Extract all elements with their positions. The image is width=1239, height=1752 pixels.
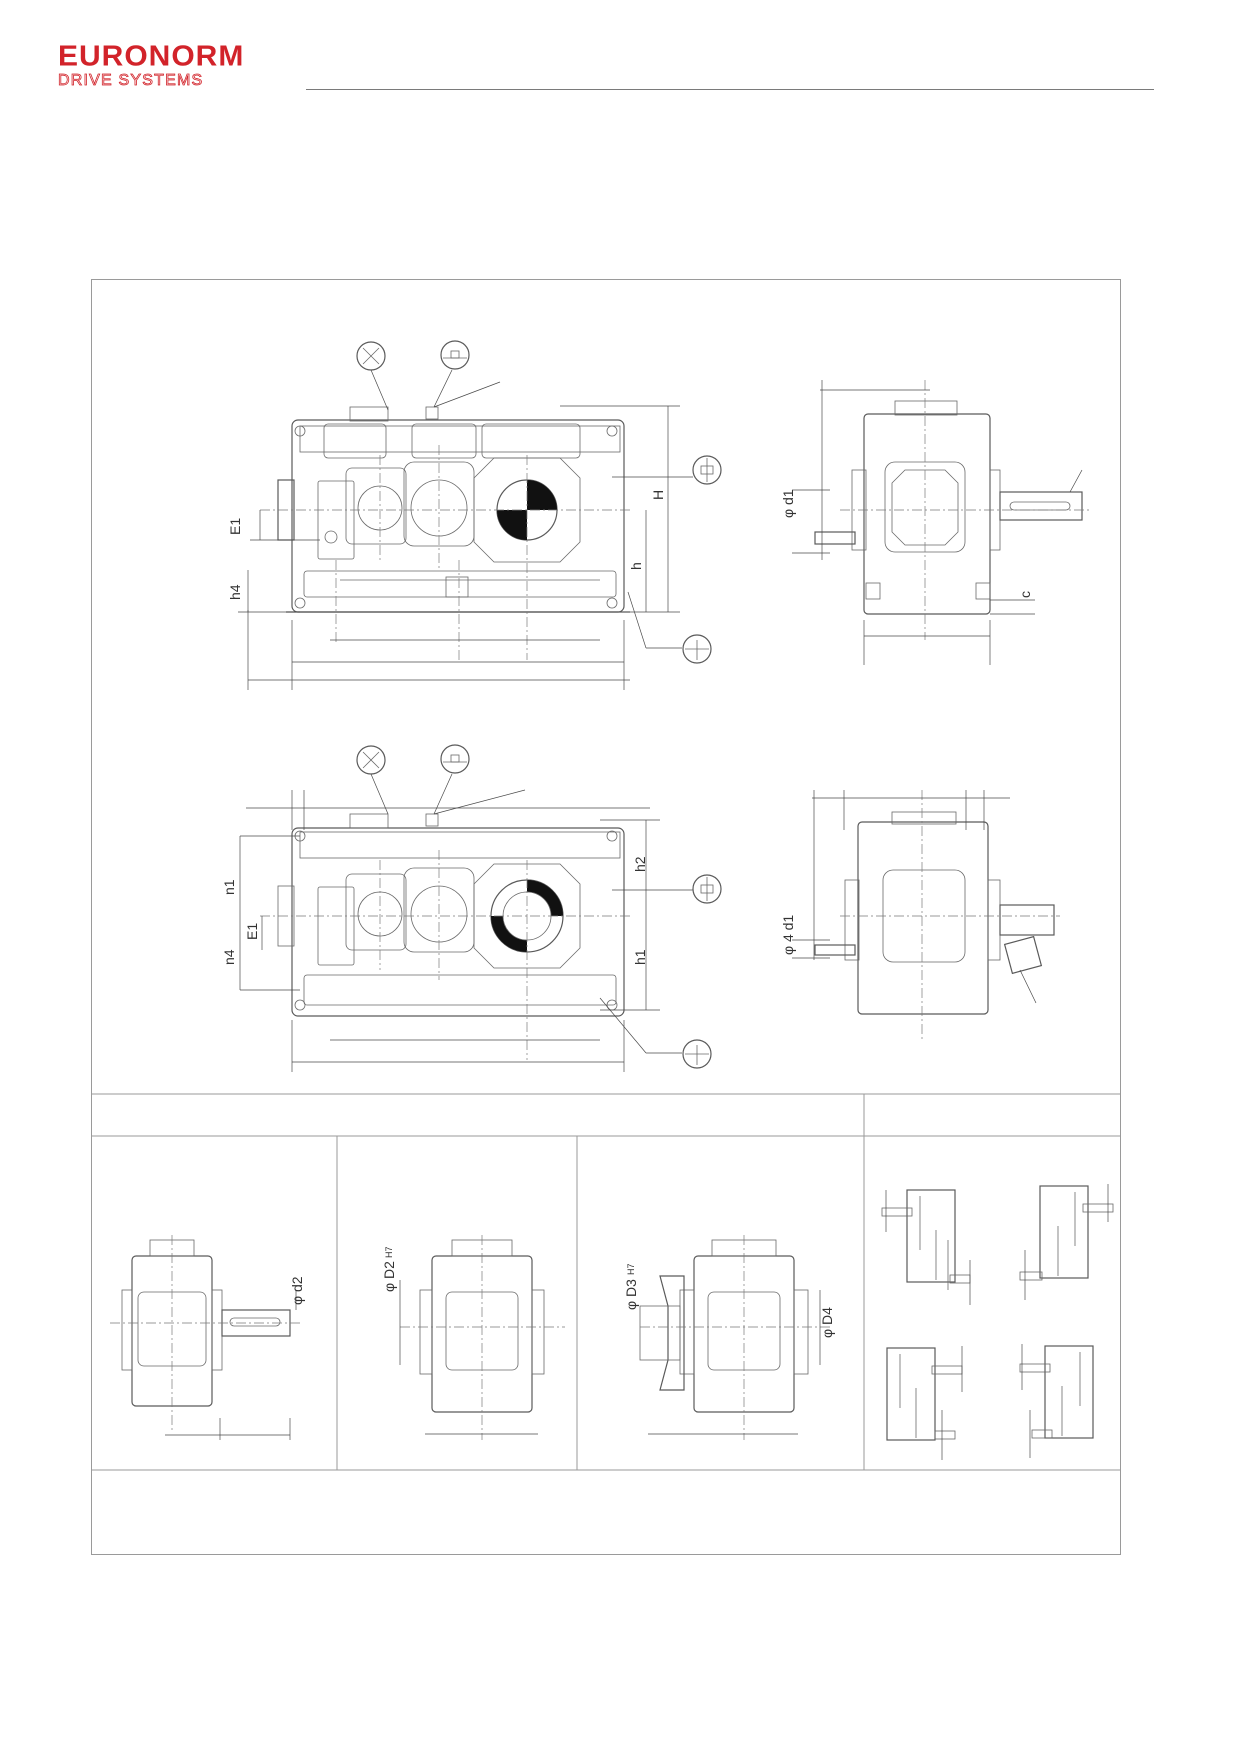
label-d2: φ d2 bbox=[289, 1276, 305, 1305]
label-E1-middle: E1 bbox=[244, 923, 260, 940]
brand-subtitle: DRIVE SYSTEMS bbox=[58, 72, 204, 89]
label-c: c bbox=[1017, 591, 1033, 598]
brand-name: EURONORM bbox=[58, 40, 245, 73]
label-H: H bbox=[650, 490, 666, 500]
label-n1: n1 bbox=[221, 879, 237, 895]
label-D3: φ D3 bbox=[623, 1279, 639, 1310]
drawing-frame bbox=[91, 279, 1121, 1555]
top-front-view bbox=[238, 369, 693, 690]
oil-drain-symbol-2 bbox=[682, 1039, 712, 1069]
label-h: h bbox=[628, 562, 644, 570]
circle-x-symbol-2 bbox=[356, 745, 386, 775]
shaft-view-hollow bbox=[399, 1235, 565, 1440]
oil-level-symbol bbox=[692, 455, 722, 485]
label-D3-tolerance: H7 bbox=[626, 1263, 636, 1275]
rotation-direction-arrows bbox=[881, 1184, 1114, 1460]
shaft-view-solid bbox=[110, 1235, 300, 1440]
label-n4: n4 bbox=[221, 949, 237, 965]
header-rule bbox=[306, 89, 1154, 90]
label-E1: E1 bbox=[227, 518, 243, 535]
label-d1-middle: φ 4 d1 bbox=[780, 915, 796, 955]
top-side-view bbox=[792, 380, 1090, 665]
circle-x-symbol bbox=[356, 341, 386, 371]
label-D2: φ D2 bbox=[381, 1261, 397, 1292]
middle-side-view bbox=[792, 790, 1060, 1040]
middle-front-view bbox=[239, 773, 693, 1072]
label-d1: φ d1 bbox=[780, 489, 796, 518]
oil-level-symbol-2 bbox=[692, 874, 722, 904]
label-h4: h4 bbox=[227, 584, 243, 600]
label-D4: φ D4 bbox=[819, 1307, 835, 1338]
label-h2: h2 bbox=[632, 856, 648, 872]
mounting-symbol bbox=[440, 340, 470, 370]
shaft-view-shrink-disc bbox=[639, 1235, 830, 1440]
label-h1: h1 bbox=[632, 949, 648, 965]
oil-drain-symbol bbox=[682, 634, 712, 664]
brand-logo: EURONORM DRIVE SYSTEMS bbox=[58, 40, 245, 89]
label-D2-tolerance: H7 bbox=[384, 1246, 394, 1258]
mounting-symbol-2 bbox=[440, 744, 470, 774]
